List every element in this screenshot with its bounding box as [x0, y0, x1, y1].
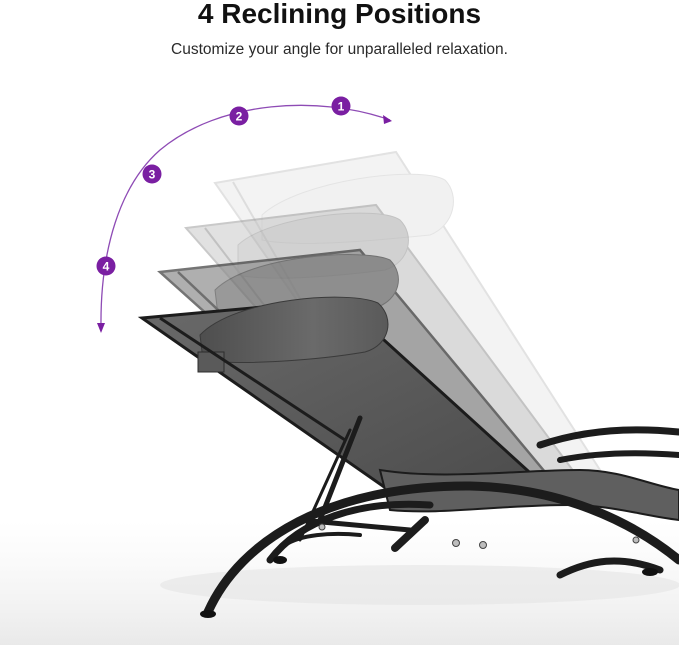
- arrow-head-bottom-icon: [97, 323, 105, 333]
- arrow-head-top-icon: [383, 115, 392, 124]
- position-badge-4: 4: [96, 256, 116, 276]
- backrest-position-4: [137, 296, 564, 507]
- position-badge-3-label: 3: [149, 168, 156, 182]
- position-badge-3: 3: [142, 164, 162, 184]
- chair-frame: [203, 415, 679, 617]
- position-badge-1-label: 1: [338, 100, 345, 114]
- position-badge-2-label: 2: [236, 110, 243, 124]
- chair-shadow: [160, 565, 679, 605]
- frame-bolts: [318, 523, 640, 549]
- feature-subtitle: Customize your angle for unparalleled re…: [171, 41, 508, 58]
- position-badge-4-label: 4: [103, 260, 110, 274]
- feature-title: 4 Reclining Positions: [197, 0, 482, 29]
- chair-feet: [200, 556, 658, 618]
- position-badge-2: 2: [229, 106, 249, 126]
- position-badge-1: 1: [331, 96, 351, 116]
